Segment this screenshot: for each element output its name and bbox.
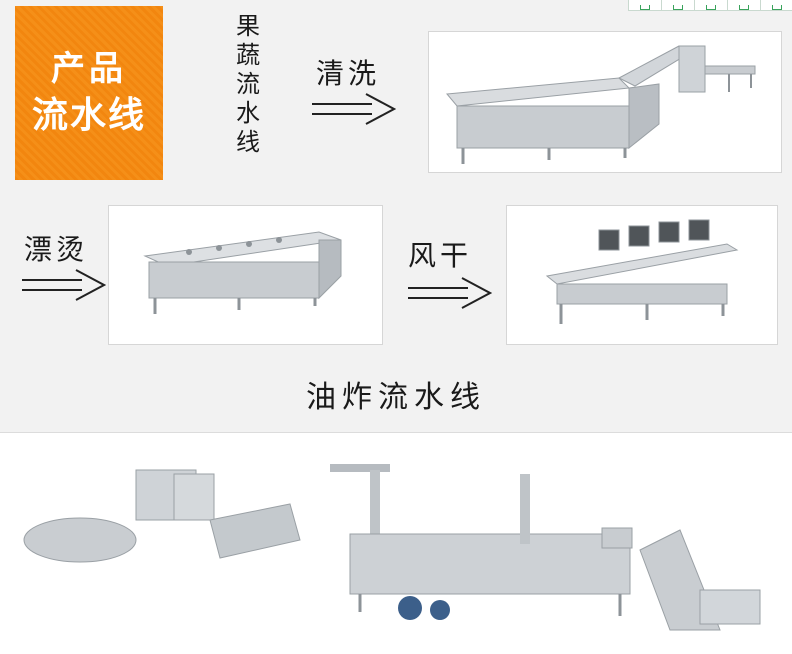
badge-title-line2: 流水线 [31, 94, 146, 136]
badge-title-line1: 产品 [51, 49, 127, 89]
arrow-right-icon [22, 269, 106, 301]
toolbar-icon-2[interactable] [662, 0, 695, 10]
panel-divider [0, 432, 792, 433]
toolbar-icon-3[interactable] [695, 0, 728, 10]
arrow-right-icon [408, 277, 492, 309]
toolbar-icon-4[interactable] [728, 0, 761, 10]
image-toolbar [628, 0, 792, 11]
washing-machine-photo [428, 31, 782, 173]
step-label-dry: 风干 [408, 239, 473, 272]
arrow-right-icon [312, 93, 396, 125]
step-label-wash: 清洗 [316, 57, 381, 90]
vertical-label: 果蔬流水线 [236, 12, 260, 156]
product-line-badge: 产品 流水线 [15, 6, 163, 180]
blanching-machine-illustration [143, 231, 342, 314]
toolbar-icon-5[interactable] [761, 0, 792, 10]
drying-machine-illustration [545, 219, 739, 324]
blanching-machine-photo [108, 205, 383, 345]
drying-machine-photo [506, 205, 778, 345]
washing-machine-illustration [446, 45, 756, 164]
frying-line-photo [0, 440, 792, 650]
step-label-blanch: 漂烫 [24, 233, 89, 266]
frying-line-illustration [23, 464, 761, 631]
toolbar-icon-1[interactable] [629, 0, 662, 10]
frying-line-caption: 油炸流水线 [306, 380, 486, 415]
